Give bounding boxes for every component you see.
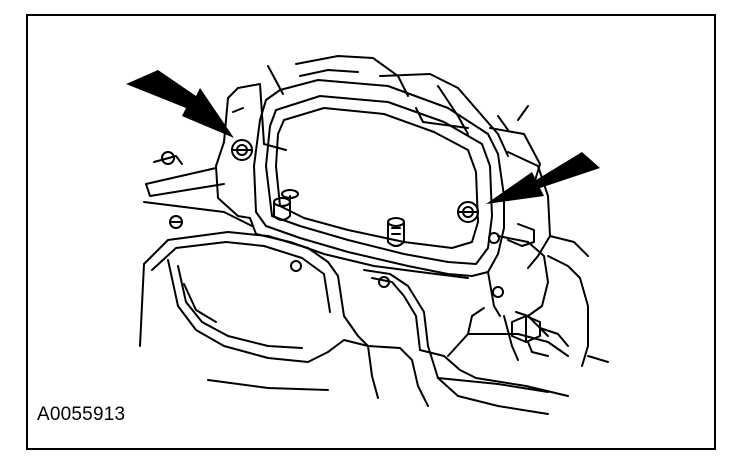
arrow-left-bolt xyxy=(126,70,234,138)
cover-stud-right xyxy=(387,217,405,247)
engine-illustration xyxy=(126,55,609,415)
cover-stud-left xyxy=(273,189,299,221)
intake-manifold xyxy=(139,215,569,407)
figure-id-label: A0055913 xyxy=(37,404,126,425)
right-assembly xyxy=(487,151,589,367)
upper-machinery xyxy=(267,55,541,185)
right-mounting-bolt xyxy=(457,201,479,223)
figure-frame: A0055913 xyxy=(26,14,716,450)
cover-housing xyxy=(253,79,505,277)
right-fitting-nut xyxy=(511,315,569,357)
left-shelf xyxy=(143,151,253,227)
left-mounting-bolt xyxy=(231,139,253,161)
lower-detail-lines xyxy=(207,355,609,415)
arrow-right-bolt xyxy=(486,152,600,204)
